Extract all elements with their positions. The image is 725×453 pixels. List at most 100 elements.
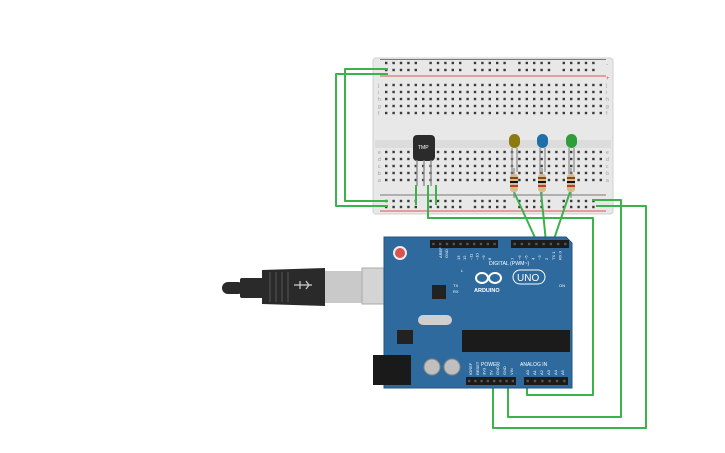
breadboard-hole[interactable]: [584, 90, 588, 94]
rail-hole[interactable]: [584, 205, 588, 209]
breadboard-hole[interactable]: [577, 150, 580, 154]
breadboard-hole[interactable]: [592, 104, 595, 108]
breadboard-hole[interactable]: [385, 164, 388, 168]
breadboard-hole[interactable]: [466, 90, 469, 94]
rail-hole[interactable]: [459, 199, 462, 203]
breadboard-hole[interactable]: [577, 97, 580, 101]
breadboard-hole[interactable]: [540, 157, 543, 161]
breadboard-hole[interactable]: [414, 171, 417, 175]
breadboard-hole[interactable]: [540, 90, 543, 94]
rail-hole[interactable]: [444, 68, 447, 72]
breadboard-hole[interactable]: [399, 164, 403, 168]
rail-hole[interactable]: [577, 68, 580, 72]
breadboard-hole[interactable]: [429, 97, 432, 101]
rail-hole[interactable]: [488, 199, 491, 203]
rail-hole[interactable]: [584, 199, 588, 203]
breadboard-hole[interactable]: [414, 104, 417, 108]
breadboard-hole[interactable]: [503, 111, 506, 115]
breadboard-hole[interactable]: [436, 111, 440, 115]
breadboard-hole[interactable]: [444, 164, 447, 168]
breadboard-hole[interactable]: [547, 178, 551, 182]
breadboard-hole[interactable]: [466, 157, 469, 161]
rail-hole[interactable]: [444, 205, 447, 209]
breadboard-hole[interactable]: [429, 90, 432, 94]
breadboard-hole[interactable]: [547, 104, 551, 108]
rail-hole[interactable]: [503, 61, 506, 65]
rail-hole[interactable]: [399, 199, 403, 203]
rail-hole[interactable]: [577, 205, 580, 209]
breadboard-hole[interactable]: [555, 150, 558, 154]
breadboard-hole[interactable]: [570, 111, 573, 115]
breadboard-hole[interactable]: [414, 97, 417, 101]
breadboard-hole[interactable]: [481, 83, 484, 87]
breadboard-hole[interactable]: [444, 83, 447, 87]
rail-hole[interactable]: [503, 205, 506, 209]
breadboard-hole[interactable]: [444, 111, 447, 115]
breadboard-hole[interactable]: [481, 111, 484, 115]
breadboard-hole[interactable]: [488, 97, 491, 101]
rail-hole[interactable]: [540, 61, 543, 65]
breadboard-hole[interactable]: [503, 83, 506, 87]
breadboard-hole[interactable]: [385, 150, 388, 154]
wire-tmp-to-a0[interactable]: [427, 185, 594, 396]
rail-hole[interactable]: [459, 61, 462, 65]
breadboard-hole[interactable]: [459, 164, 462, 168]
rail-hole[interactable]: [414, 68, 417, 72]
breadboard-hole[interactable]: [562, 90, 565, 94]
rail-hole[interactable]: [392, 68, 395, 72]
breadboard-hole[interactable]: [555, 97, 558, 101]
rail-hole[interactable]: [481, 68, 484, 72]
breadboard-hole[interactable]: [525, 104, 528, 108]
rail-hole[interactable]: [577, 61, 580, 65]
breadboard-hole[interactable]: [525, 97, 528, 101]
breadboard-hole[interactable]: [466, 104, 469, 108]
breadboard-hole[interactable]: [481, 150, 484, 154]
breadboard-hole[interactable]: [481, 178, 484, 182]
breadboard-hole[interactable]: [592, 164, 595, 168]
breadboard-hole[interactable]: [407, 150, 410, 154]
rail-hole[interactable]: [496, 199, 499, 203]
breadboard-hole[interactable]: [562, 157, 565, 161]
breadboard-hole[interactable]: [466, 150, 469, 154]
breadboard-hole[interactable]: [392, 111, 395, 115]
breadboard-hole[interactable]: [436, 150, 440, 154]
breadboard-hole[interactable]: [599, 83, 602, 87]
breadboard-hole[interactable]: [599, 104, 602, 108]
rail-hole[interactable]: [459, 68, 462, 72]
breadboard-hole[interactable]: [481, 157, 484, 161]
breadboard-hole[interactable]: [459, 178, 462, 182]
breadboard-hole[interactable]: [466, 171, 469, 175]
breadboard-hole[interactable]: [422, 178, 425, 182]
breadboard-hole[interactable]: [599, 157, 602, 161]
breadboard-hole[interactable]: [422, 164, 425, 168]
rail-hole[interactable]: [547, 68, 551, 72]
rail-hole[interactable]: [570, 199, 573, 203]
rail-hole[interactable]: [525, 68, 528, 72]
breadboard-hole[interactable]: [540, 164, 543, 168]
breadboard-hole[interactable]: [584, 83, 588, 87]
temperature-sensor[interactable]: TMP: [413, 135, 435, 186]
breadboard-hole[interactable]: [444, 97, 447, 101]
rail-hole[interactable]: [414, 205, 417, 209]
breadboard-hole[interactable]: [422, 90, 425, 94]
breadboard-hole[interactable]: [570, 157, 573, 161]
breadboard-hole[interactable]: [518, 97, 521, 101]
breadboard-hole[interactable]: [459, 90, 462, 94]
breadboard-hole[interactable]: [599, 178, 602, 182]
breadboard-hole[interactable]: [459, 111, 462, 115]
breadboard-hole[interactable]: [436, 171, 440, 175]
rail-hole[interactable]: [496, 61, 499, 65]
breadboard-hole[interactable]: [488, 171, 491, 175]
breadboard-hole[interactable]: [592, 90, 595, 94]
breadboard-hole[interactable]: [436, 164, 440, 168]
breadboard-hole[interactable]: [577, 157, 580, 161]
breadboard-hole[interactable]: [451, 171, 454, 175]
breadboard-hole[interactable]: [503, 90, 506, 94]
breadboard-hole[interactable]: [436, 104, 440, 108]
breadboard-hole[interactable]: [385, 111, 388, 115]
breadboard-hole[interactable]: [555, 157, 558, 161]
rail-hole[interactable]: [481, 61, 484, 65]
rail-hole[interactable]: [392, 61, 395, 65]
breadboard-hole[interactable]: [399, 171, 403, 175]
